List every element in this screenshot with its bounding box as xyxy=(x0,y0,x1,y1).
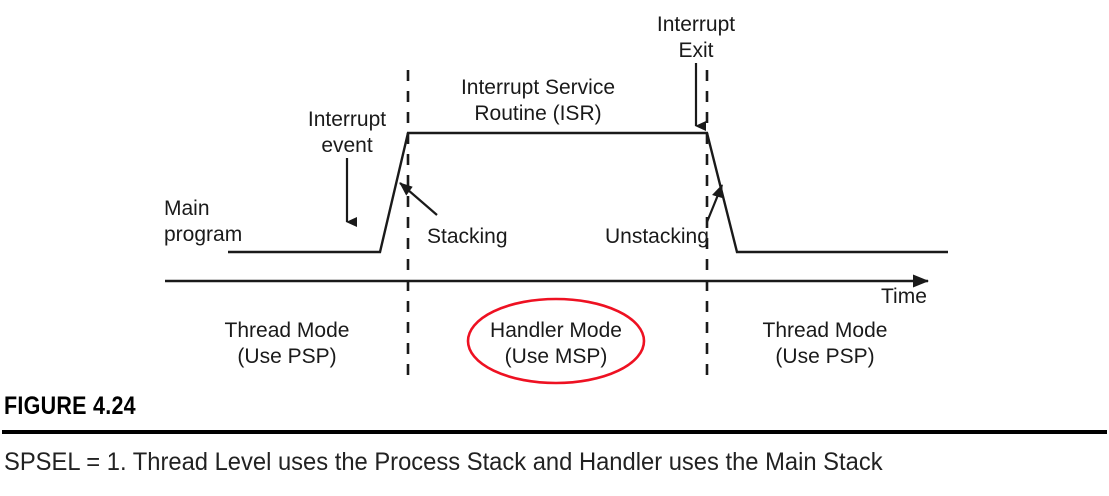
waveform-path xyxy=(228,131,948,254)
figure-caption-text: SPSEL = 1. Thread Level uses the Process… xyxy=(4,448,883,476)
mode-boundaries xyxy=(406,70,709,375)
thread-mode-right-label-line2: (Use PSP) xyxy=(775,345,874,368)
figure-caption-block: FIGURE 4.24 SPSEL = 1. Thread Level uses… xyxy=(0,392,1109,477)
main-program-annotation: Main program xyxy=(164,197,242,246)
interrupt-event-annotation: Interrupt event xyxy=(308,108,386,227)
thread-mode-right-annotation: Thread Mode (Use PSP) xyxy=(763,319,888,368)
main-program-label-line1: Main xyxy=(164,197,210,220)
stacking-arrow-icon xyxy=(399,182,438,216)
handler-mode-highlight-ellipse xyxy=(466,297,646,385)
caption-divider xyxy=(2,430,1107,434)
isr-label-line2: Routine (ISR) xyxy=(474,102,601,125)
execution-waveform xyxy=(228,131,948,254)
interrupt-timing-diagram: Interrupt event Main program Interrupt S… xyxy=(164,13,948,385)
interrupt-exit-label-line1: Interrupt xyxy=(657,13,735,36)
isr-label-line1: Interrupt Service xyxy=(461,76,615,99)
figure-number-label: FIGURE 4.24 xyxy=(4,392,136,420)
unstacking-arrow-icon xyxy=(705,184,724,223)
interrupt-event-label-line1: Interrupt xyxy=(308,108,386,131)
main-program-label-line2: program xyxy=(164,223,242,246)
stacking-label: Stacking xyxy=(427,225,508,248)
unstacking-label: Unstacking xyxy=(605,225,709,248)
isr-annotation: Interrupt Service Routine (ISR) xyxy=(461,76,615,125)
thread-mode-right-label-line1: Thread Mode xyxy=(763,319,888,342)
handler-mode-label-line1: Handler Mode xyxy=(490,319,622,342)
interrupt-exit-label-line2: Exit xyxy=(678,39,713,62)
thread-mode-left-label-line2: (Use PSP) xyxy=(237,345,336,368)
thread-mode-left-annotation: Thread Mode (Use PSP) xyxy=(225,319,350,368)
handler-mode-annotation: Handler Mode (Use MSP) xyxy=(466,297,646,385)
interrupt-event-label-line2: event xyxy=(321,134,373,157)
interrupt-exit-annotation: Interrupt Exit xyxy=(657,13,735,131)
thread-mode-left-label-line1: Thread Mode xyxy=(225,319,350,342)
stacking-annotation: Stacking xyxy=(399,182,508,248)
time-axis-label: Time xyxy=(881,285,927,308)
handler-mode-label-line2: (Use MSP) xyxy=(505,345,608,368)
unstacking-annotation: Unstacking xyxy=(605,184,724,248)
